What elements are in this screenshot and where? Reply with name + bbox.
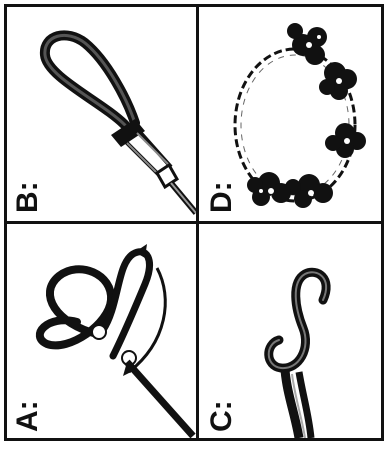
panel-b: B: bbox=[7, 7, 196, 221]
panel-d: D: bbox=[199, 7, 381, 221]
panel-label-a: A: bbox=[13, 400, 43, 432]
panel-a: A: bbox=[7, 224, 196, 438]
illustration-grid: B: D: bbox=[4, 4, 384, 441]
panel-c: C: bbox=[199, 224, 381, 438]
panel-label-c: C: bbox=[207, 400, 237, 432]
panel-label-b: B: bbox=[13, 181, 43, 213]
panel-label-d: D: bbox=[207, 181, 237, 213]
